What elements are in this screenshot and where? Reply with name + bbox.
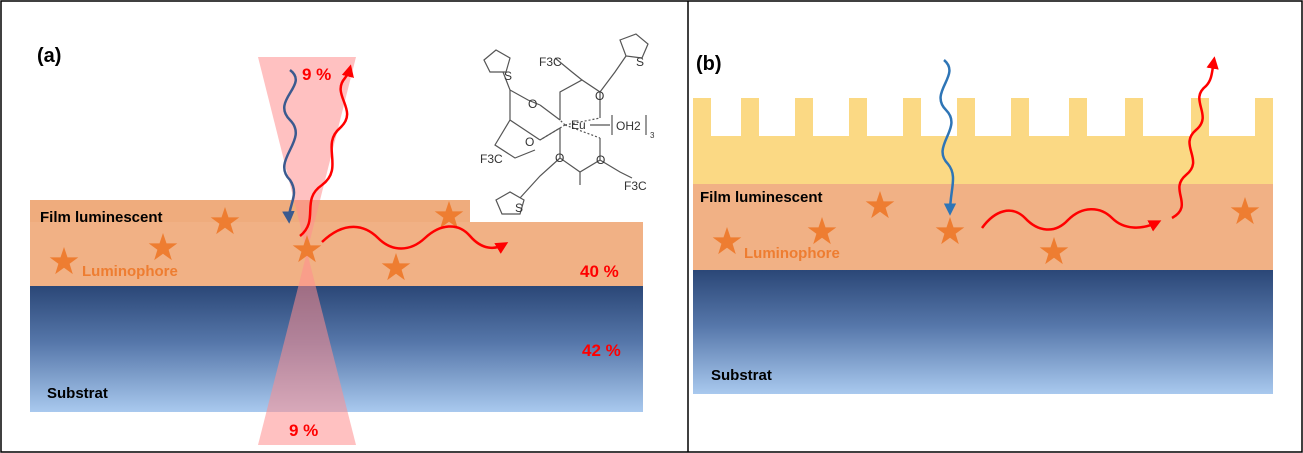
percent-top: 9 %: [302, 65, 331, 84]
substrate-label-b: Substrat: [711, 367, 772, 384]
oxygen-label-2: O: [595, 89, 604, 103]
film-label-a: Film luminescent: [40, 209, 163, 226]
panel-b: (b) Film luminescent Luminophore Substra…: [693, 53, 1273, 394]
panel-label-b: (b): [696, 53, 722, 75]
film-step-shade: [30, 200, 470, 222]
water-ligand-label: OH2: [616, 119, 641, 133]
substrate-label-a: Substrat: [47, 385, 108, 402]
eu-atom-label: Eu: [571, 118, 586, 132]
escape-cone-top: [258, 57, 356, 252]
panel-label-a: (a): [37, 45, 61, 67]
luminophore-label-a: Luminophore: [82, 263, 178, 280]
grating-layer: [693, 98, 1273, 184]
film-label-b: Film luminescent: [700, 189, 823, 206]
cf3-label-left: F3C: [480, 152, 503, 166]
emitted-light-arrow-up: [299, 64, 354, 237]
percent-substrate: 42 %: [582, 341, 621, 360]
sulfur-label-1: S: [504, 69, 512, 83]
incident-light-arrow: [282, 69, 297, 224]
luminophore-label-b: Luminophore: [744, 245, 840, 262]
escape-cone-bottom: [258, 252, 356, 445]
sulfur-label-2: S: [636, 55, 644, 69]
oxygen-label-5: O: [596, 153, 605, 167]
guided-light-arrow: [321, 225, 509, 254]
water-count-label: 3: [650, 131, 655, 140]
percent-bottom: 9 %: [289, 421, 318, 440]
cf3-label-top: F3C: [539, 55, 562, 69]
guided-light-arrow-b: [980, 208, 1162, 232]
eu-complex-structure: [483, 33, 649, 215]
panel-a: (a) Film luminescent Luminophore Substra…: [30, 33, 655, 445]
cf3-label-right: F3C: [624, 179, 647, 193]
extracted-light-arrow-b: [1171, 56, 1219, 220]
substrate-layer-b: [693, 270, 1273, 394]
oxygen-label-1: O: [528, 97, 537, 111]
oxygen-label-3: O: [525, 135, 534, 149]
incident-light-arrow-b: [939, 59, 957, 216]
oxygen-label-4: O: [555, 151, 564, 165]
eu-complex-labels: Eu OH2 3 F3C F3C F3C S S S O O O O O: [480, 55, 655, 215]
percent-film: 40 %: [580, 262, 619, 281]
sulfur-label-3: S: [515, 201, 523, 215]
